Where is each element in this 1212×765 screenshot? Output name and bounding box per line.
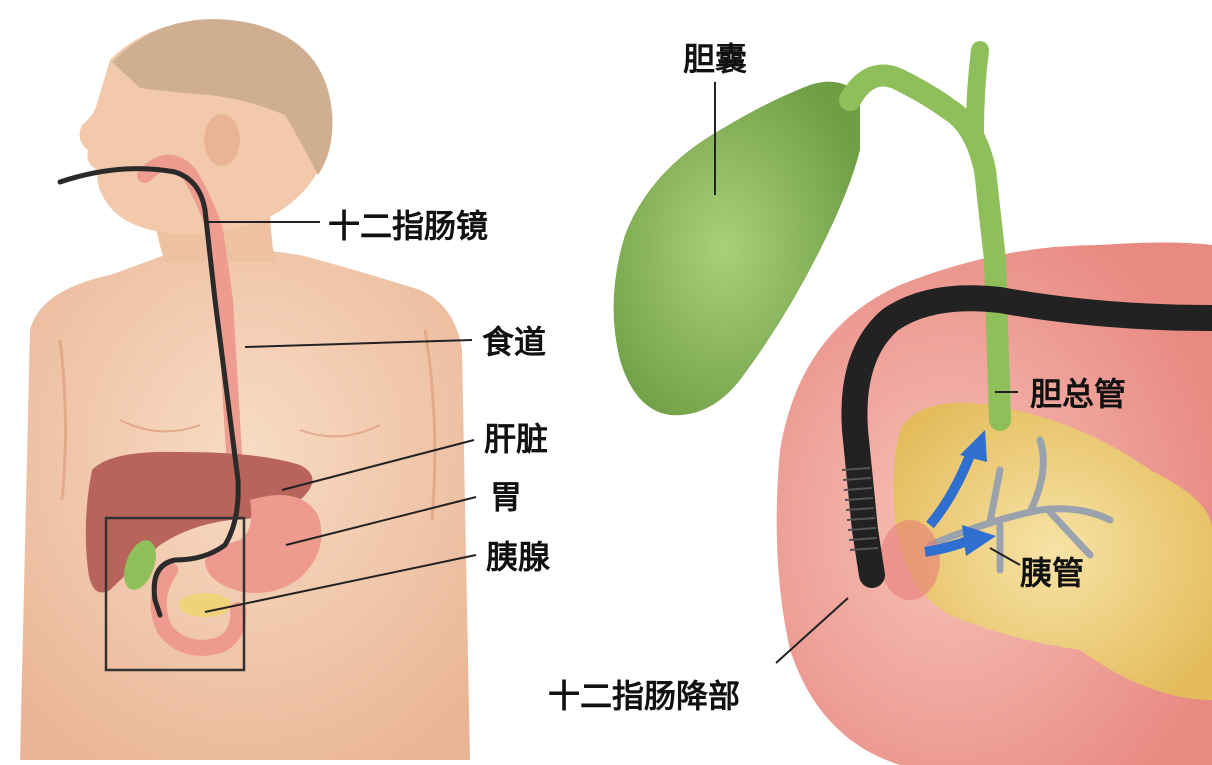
label-common-bile-duct: 胆总管 bbox=[1030, 375, 1126, 413]
endoscope-rings bbox=[841, 467, 879, 551]
endoscope-left bbox=[57, 166, 241, 618]
hair bbox=[112, 19, 333, 176]
label-gallbladder: 胆囊 bbox=[683, 40, 747, 78]
flow-arrow-bile bbox=[926, 448, 977, 529]
flow-arrow-bile-head bbox=[960, 430, 987, 462]
hepatic-duct bbox=[966, 41, 989, 139]
gallbladder bbox=[613, 81, 860, 416]
stomach bbox=[205, 495, 322, 594]
small-gallbladder bbox=[124, 540, 156, 590]
label-descending-duodenum: 十二指肠降部 bbox=[548, 677, 740, 715]
esophagus-tube bbox=[137, 154, 263, 503]
pancreatic-duct-branches bbox=[926, 436, 1114, 574]
cystic-duct bbox=[839, 64, 1011, 431]
left-leaders bbox=[204, 221, 477, 613]
body-illustration bbox=[20, 19, 470, 761]
label-liver: 肝脏 bbox=[484, 420, 548, 458]
endoscope-right bbox=[841, 285, 1212, 588]
label-pancreatic-duct: 胰管 bbox=[1020, 554, 1084, 592]
small-duodenum bbox=[150, 562, 247, 656]
flow-arrow-pancreatic-head bbox=[962, 525, 996, 556]
label-duodenoscope: 十二指肠镜 bbox=[328, 207, 488, 245]
label-stomach: 胃 bbox=[490, 478, 522, 516]
zoom-box bbox=[104, 516, 246, 672]
ear bbox=[204, 114, 240, 166]
right-leaders bbox=[714, 82, 1021, 664]
zoom-illustration bbox=[613, 41, 1212, 765]
label-esophagus: 食道 bbox=[482, 323, 546, 361]
small-pancreas bbox=[179, 593, 231, 617]
label-pancreas: 胰腺 bbox=[486, 538, 551, 576]
pancreas bbox=[893, 402, 1212, 700]
